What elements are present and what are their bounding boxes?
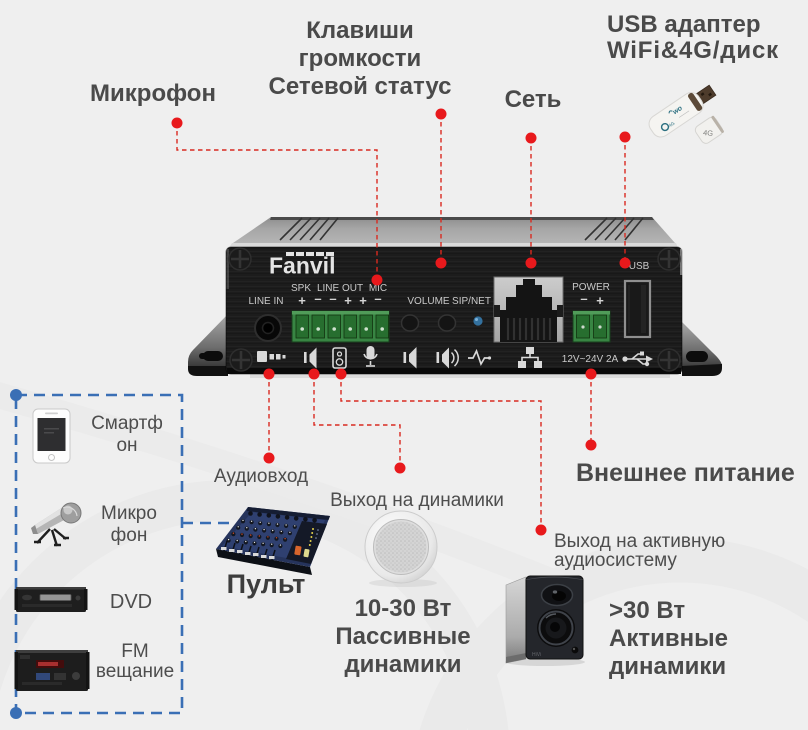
svg-text:–: – (374, 291, 381, 306)
svg-text:+: + (359, 293, 367, 308)
svg-text:HiVi: HiVi (532, 652, 541, 658)
svg-text:–: – (580, 291, 587, 306)
svg-text:4G: 4G (668, 120, 676, 128)
svg-text:USB: USB (629, 261, 650, 272)
svg-text:POWER: POWER (572, 282, 610, 293)
svg-text:–: – (329, 291, 336, 306)
svg-text:+: + (344, 293, 352, 308)
svg-text:4G: 4G (703, 128, 714, 138)
svg-text:LINE IN: LINE IN (248, 296, 283, 307)
svg-text:+: + (596, 293, 604, 308)
svg-text:–: – (314, 291, 321, 306)
svg-text:LINE OUT: LINE OUT (317, 283, 363, 294)
svg-text:SPK: SPK (291, 283, 311, 294)
svg-text:MIC: MIC (369, 283, 387, 294)
svg-text:SIP/NET: SIP/NET (452, 296, 491, 307)
svg-text:Fanvil: Fanvil (269, 253, 335, 279)
svg-text:VOLUME: VOLUME (407, 296, 450, 307)
svg-text:12V~24V 2A: 12V~24V 2A (562, 354, 619, 365)
svg-text:wo: wo (672, 105, 685, 117)
svg-text:+: + (298, 293, 306, 308)
